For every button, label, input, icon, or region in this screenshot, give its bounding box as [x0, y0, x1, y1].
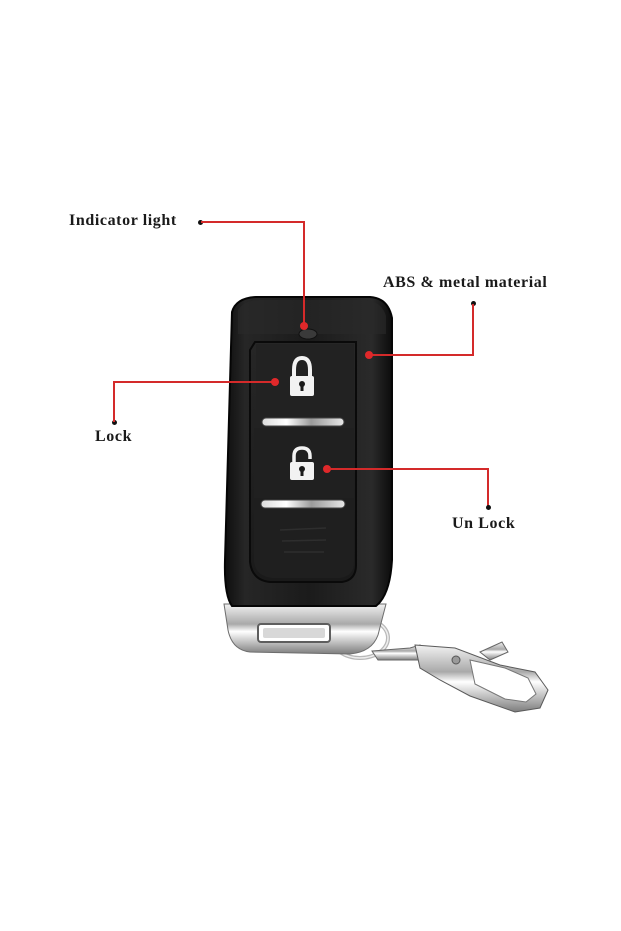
- callout-anchor-dot: [486, 505, 491, 510]
- callout-label-lock: Lock: [95, 428, 133, 445]
- callout-anchor-dot: [112, 420, 117, 425]
- indicator-light-marker: [300, 322, 308, 330]
- callout-leader-line: [113, 381, 275, 383]
- callout-leader-line: [113, 381, 115, 422]
- abs-material-marker: [365, 351, 373, 359]
- callout-label-indicator-light: Indicator light: [69, 212, 177, 229]
- lock-button-marker: [271, 378, 279, 386]
- unlock-button[interactable]: [254, 428, 354, 498]
- chrome-separator: [261, 417, 345, 427]
- callout-leader-line: [327, 468, 489, 470]
- chrome-separator: [260, 499, 346, 509]
- lock-closed-icon: [290, 355, 314, 396]
- callout-leader-line: [303, 221, 305, 325]
- callout-label-abs-metal: ABS & metal material: [383, 274, 548, 291]
- callout-anchor-dot: [198, 220, 203, 225]
- callout-leader-line: [201, 221, 305, 223]
- lock-open-icon: [290, 446, 314, 480]
- callout-anchor-dot: [471, 301, 476, 306]
- callout-leader-line: [487, 468, 489, 508]
- metal-tip: [223, 603, 387, 655]
- lobster-clasp: [371, 641, 549, 713]
- callout-leader-line: [370, 354, 474, 356]
- callout-label-unlock: Un Lock: [452, 515, 516, 532]
- callout-leader-line: [472, 304, 474, 356]
- third-button[interactable]: [254, 510, 354, 578]
